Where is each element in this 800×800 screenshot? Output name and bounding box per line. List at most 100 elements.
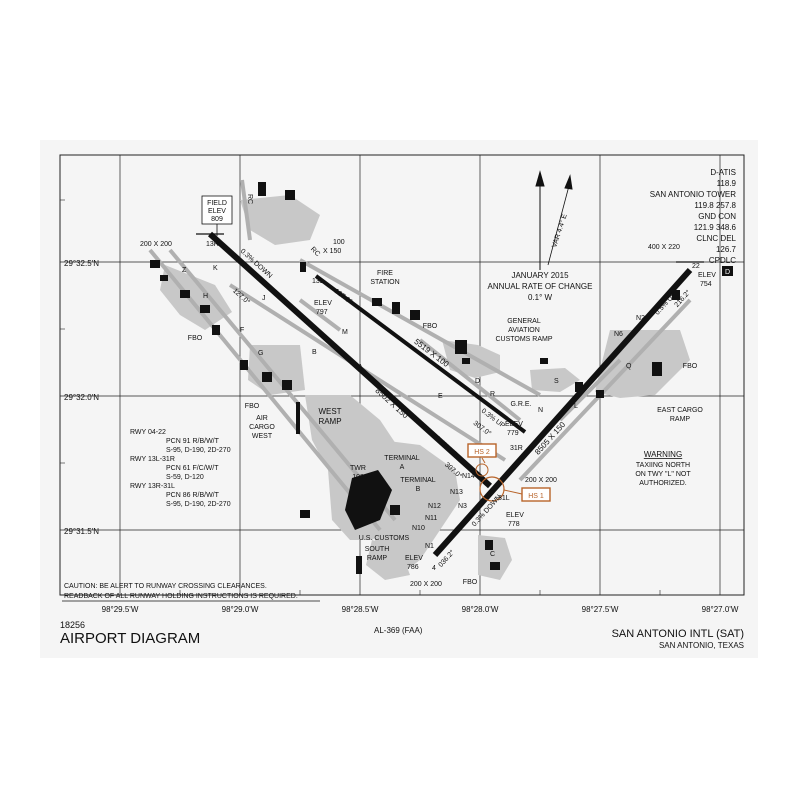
chart-title: AIRPORT DIAGRAM bbox=[60, 630, 201, 647]
ground-frequency: 121.9 348.6 bbox=[694, 223, 737, 232]
taxiway-label: N bbox=[538, 407, 543, 414]
taxiway-label: N6 bbox=[614, 331, 623, 338]
pcn-rwy-1-a: PCN 91 R/B/W/T bbox=[166, 438, 220, 445]
taxiway-label: N3 bbox=[458, 503, 467, 510]
atis-frequency: 118.9 bbox=[717, 179, 737, 188]
elev-value-5: 786 bbox=[407, 564, 419, 571]
fire-station-label-1: FIRE bbox=[377, 270, 393, 277]
tower-label: SAN ANTONIO TOWER bbox=[650, 190, 736, 199]
lon-label-3: 98°28.5'W bbox=[342, 605, 379, 614]
rc-label-1: RC bbox=[246, 194, 253, 204]
elev-label-3: ELEV bbox=[505, 421, 523, 428]
tower-frequency: 119.8 257.8 bbox=[694, 201, 736, 210]
south-ramp-label-1: SOUTH bbox=[365, 546, 390, 553]
elev-value-4: 778 bbox=[508, 521, 520, 528]
warning-title: WARNING bbox=[644, 450, 682, 459]
cpdlc-label: CPDLC bbox=[709, 256, 736, 265]
air-cargo-label-1: AIR bbox=[256, 415, 268, 422]
warning-note: WARNING TAXIING NORTH ON TWY "L" NOT AUT… bbox=[635, 450, 691, 487]
field-elev-value: 809 bbox=[211, 216, 223, 223]
chart-al-number: AL-369 (FAA) bbox=[374, 626, 423, 635]
terminal-b-label-1: TERMINAL bbox=[400, 477, 436, 484]
elev-value-1: 797 bbox=[316, 309, 328, 316]
building bbox=[540, 358, 548, 364]
east-cargo-label-1: EAST CARGO bbox=[657, 407, 703, 414]
pcn-rwy-1: RWY 04-22 bbox=[130, 429, 166, 436]
clearance-frequency: 126.7 bbox=[716, 245, 737, 254]
fbo-label-5: FBO bbox=[463, 579, 478, 586]
building bbox=[372, 298, 382, 306]
building bbox=[410, 310, 420, 320]
tower-height: 1030 bbox=[352, 474, 368, 481]
runway-4-end: 4 bbox=[432, 565, 436, 572]
lon-label-2: 98°29.0'W bbox=[222, 605, 259, 614]
gre-apron bbox=[530, 368, 580, 392]
lon-label-1: 98°29.5'W bbox=[102, 605, 139, 614]
hot-spot-2-box bbox=[467, 443, 497, 458]
building bbox=[160, 275, 168, 281]
dimension-1: 200 X 200 bbox=[140, 241, 172, 248]
pcn-rwy-3-b: S-95, D-190, 2D-270 bbox=[166, 501, 231, 508]
taxiway-label: K bbox=[213, 265, 218, 272]
field-elev-label-2: ELEV bbox=[208, 208, 226, 215]
dimension-4: 200 X 200 bbox=[525, 477, 557, 484]
taxiway-label: A bbox=[358, 364, 363, 371]
building bbox=[212, 325, 220, 335]
building bbox=[575, 382, 583, 392]
runway-31l-end: 31L bbox=[498, 495, 510, 502]
building bbox=[262, 372, 272, 382]
pcn-block: RWY 04-22 PCN 91 R/B/W/T S-95, D-190, 2D… bbox=[130, 429, 231, 508]
air-cargo-label-3: WEST bbox=[252, 433, 273, 440]
taxiway-label: E bbox=[438, 393, 443, 400]
taxiway-label: N10 bbox=[412, 525, 425, 532]
pcn-rwy-2-a: PCN 61 F/C/W/T bbox=[166, 465, 219, 472]
runway-13l-end: 13L bbox=[312, 278, 324, 285]
building bbox=[390, 505, 400, 515]
taxiway-label: D bbox=[475, 378, 480, 385]
taxiway-label: R bbox=[490, 391, 495, 398]
pcn-rwy-2: RWY 13L-31R bbox=[130, 456, 175, 463]
clearance-label: CLNC DEL bbox=[696, 234, 736, 243]
taxiway-label: N14 bbox=[462, 473, 475, 480]
warning-line-2: ON TWY "L" NOT bbox=[635, 471, 691, 478]
grid-ticks bbox=[60, 199, 661, 595]
terminal-building bbox=[345, 470, 392, 530]
building bbox=[356, 556, 362, 574]
fbo-label-4: FBO bbox=[683, 363, 698, 370]
ground-label: GND CON bbox=[698, 212, 736, 221]
runway-04-22 bbox=[432, 267, 693, 558]
elev-label-2: ELEV bbox=[698, 272, 716, 279]
airport-name: SAN ANTONIO INTL (SAT) bbox=[611, 628, 744, 640]
hot-spot-2-label: HS 2 bbox=[474, 449, 490, 456]
lat-label-3: 29°31.5'N bbox=[64, 527, 99, 536]
elev-label-4: ELEV bbox=[506, 512, 524, 519]
runway-13r-31l bbox=[207, 231, 493, 489]
warning-line-3: AUTHORIZED. bbox=[639, 480, 687, 487]
west-ramp-label-1: WEST bbox=[318, 407, 341, 416]
buildings bbox=[150, 182, 680, 574]
dimension-5: 200 X 200 bbox=[410, 581, 442, 588]
field-elev-box bbox=[201, 195, 233, 225]
fire-station-label-2: STATION bbox=[370, 279, 399, 286]
taxiway-label: S bbox=[554, 378, 559, 385]
west-ramp-label-2: RAMP bbox=[318, 417, 341, 426]
hot-spot-1-box bbox=[521, 487, 551, 502]
terminal-apron bbox=[370, 440, 460, 575]
hot-spot-circle-2 bbox=[475, 463, 489, 477]
building bbox=[285, 190, 295, 200]
hot-spot-circle bbox=[479, 476, 505, 502]
building bbox=[455, 340, 467, 354]
taxiway-label: N12 bbox=[428, 503, 441, 510]
ga-label-1: GENERAL bbox=[507, 318, 541, 325]
lat-label-2: 29°32.0'N bbox=[64, 393, 99, 402]
runways bbox=[207, 231, 693, 558]
taxiway-label: C bbox=[490, 551, 495, 558]
frequency-block: D-ATIS 118.9 SAN ANTONIO TOWER 119.8 257… bbox=[650, 168, 737, 265]
elev-value-3: 779 bbox=[507, 430, 519, 437]
us-customs-label: U.S. CUSTOMS bbox=[359, 535, 410, 542]
taxiway-labels: Z K J H F G B A R D E N M Q N6 N2 L N12 … bbox=[182, 265, 645, 558]
dimension-2b: X 150 bbox=[323, 248, 341, 255]
building bbox=[300, 510, 310, 518]
field-elev-label-1: FIELD bbox=[207, 200, 227, 207]
magnetic-variation-note: JANUARY 2015 ANNUAL RATE OF CHANGE 0.1° … bbox=[488, 271, 593, 302]
